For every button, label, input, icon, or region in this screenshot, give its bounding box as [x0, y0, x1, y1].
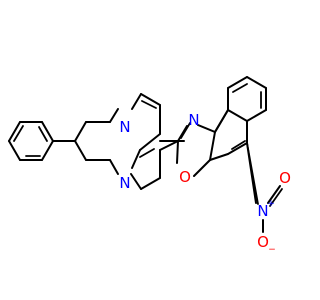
nitro-o-minus-charge: − — [268, 245, 276, 255]
bond-44 — [227, 142, 248, 155]
bond-47 — [231, 140, 246, 150]
bond-28 — [177, 125, 188, 142]
bond-51 — [269, 188, 283, 207]
atom-o-nitro-bottom: O — [257, 233, 269, 251]
bond-29 — [180, 122, 191, 139]
bond-40 — [227, 109, 248, 122]
bond-10 — [74, 121, 87, 142]
atom-n-oxazole: N — [188, 111, 199, 129]
atom-n-pyrimidine-top: N — [119, 118, 130, 136]
atom-n-nitro: N — [257, 202, 268, 220]
bond-37 — [246, 76, 267, 89]
bond-49 — [246, 142, 257, 204]
bond-33 — [209, 131, 216, 161]
bond-2 — [41, 121, 54, 142]
bond-46 — [214, 109, 229, 133]
bond-30 — [176, 140, 179, 164]
atom-o-nitro-top: O — [279, 169, 291, 187]
bond-lines — [8, 76, 283, 233]
bond-25 — [139, 148, 155, 158]
atom-o-oxazole: O — [179, 168, 191, 186]
bond-27 — [159, 140, 179, 151]
bond-14 — [109, 159, 119, 175]
bond-21 — [130, 173, 142, 190]
bond-31 — [197, 124, 216, 133]
bond-17 — [140, 93, 161, 106]
bond-20 — [131, 149, 141, 169]
bond-36 — [227, 76, 248, 89]
bond-8 — [38, 126, 48, 142]
bond-22 — [140, 177, 161, 190]
molecule-structure: N N N O N + O O − — [8, 76, 291, 255]
bond-32 — [193, 159, 211, 177]
bond-6 — [13, 125, 24, 142]
bond-0 — [8, 121, 21, 142]
bond-5 — [8, 140, 21, 161]
bond-15 — [109, 108, 119, 123]
nitro-n-plus-charge: + — [267, 199, 275, 209]
atom-n-pyrimidine-bottom: N — [119, 174, 130, 192]
bond-45 — [209, 153, 229, 161]
bond-39 — [246, 109, 267, 122]
bond-24 — [141, 100, 157, 109]
bond-16 — [131, 93, 142, 110]
bond-50 — [267, 185, 281, 204]
bond-41 — [232, 83, 248, 93]
bond-12 — [74, 140, 87, 161]
bond-3 — [41, 140, 54, 161]
bond-19 — [139, 133, 161, 151]
